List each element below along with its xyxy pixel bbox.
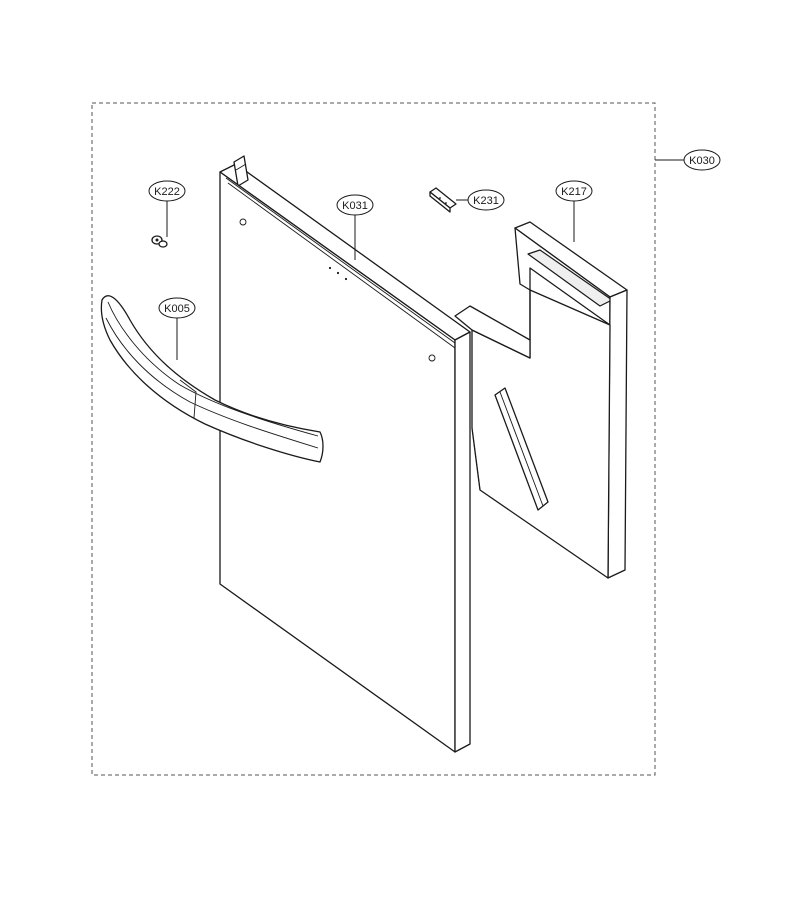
label-clip: K222 xyxy=(148,180,186,202)
assembly-boundary xyxy=(91,102,656,776)
clip-part xyxy=(151,235,168,248)
handle-part xyxy=(100,295,324,463)
label-assembly: K030 xyxy=(683,149,721,171)
svg-text:K222: K222 xyxy=(154,186,180,198)
label-liner: K217 xyxy=(555,180,593,202)
bracket-part xyxy=(429,187,457,213)
svg-text:K217: K217 xyxy=(561,186,587,198)
liner-part xyxy=(454,221,628,579)
label-handle: K005 xyxy=(158,297,196,319)
svg-text:K005: K005 xyxy=(164,303,190,315)
door-panel-part xyxy=(219,155,471,753)
svg-text:K031: K031 xyxy=(342,200,368,212)
label-door-panel: K031 xyxy=(336,194,374,216)
svg-text:K030: K030 xyxy=(689,155,715,167)
label-bracket: K231 xyxy=(467,189,505,211)
svg-text:K231: K231 xyxy=(473,195,499,207)
